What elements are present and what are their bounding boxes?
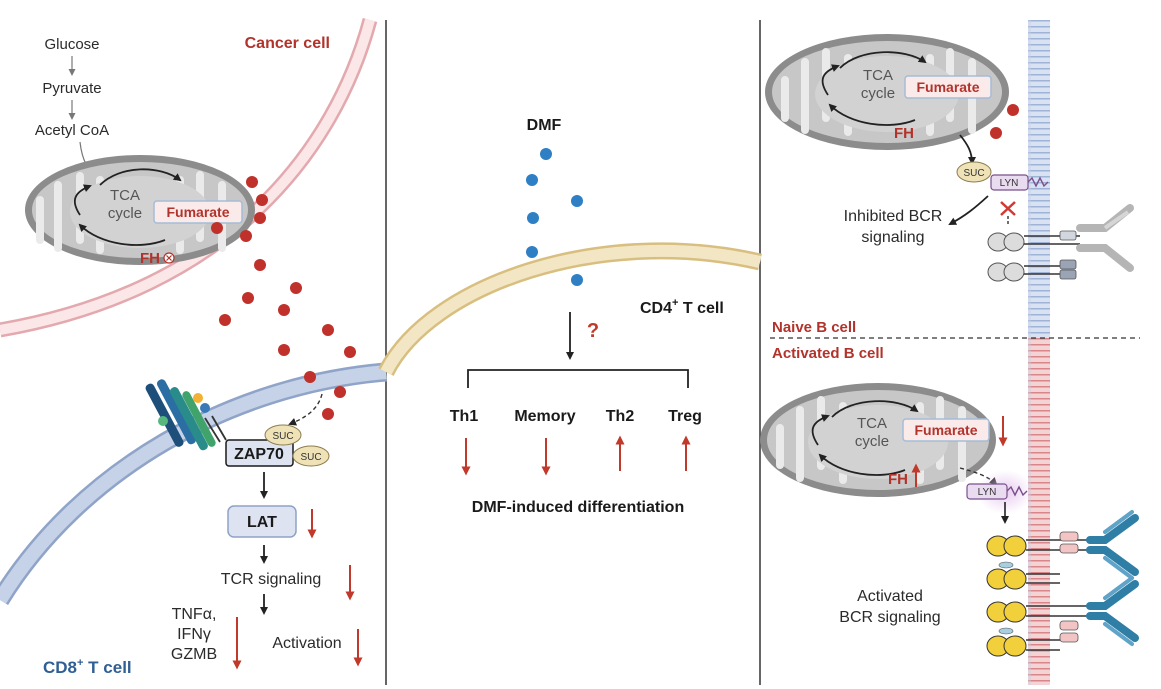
fh-label: FH — [140, 250, 160, 267]
inhibited-bcr-line1: Inhibited BCR — [844, 208, 943, 225]
pyruvate-label: Pyruvate — [42, 80, 101, 97]
acetyl-coa-label: Acetyl CoA — [35, 122, 109, 139]
glucose-label: Glucose — [44, 36, 99, 53]
activated-bcr-line1: Activated — [857, 588, 923, 605]
bcr-active-4 — [986, 627, 1060, 657]
tcr-signaling-label: TCR signaling — [221, 571, 321, 588]
fumarate-label-activated: Fumarate — [914, 422, 977, 438]
activation-label: Activation — [272, 635, 341, 652]
activated-bcr-line2: BCR signaling — [839, 609, 940, 626]
cd8-t-cell-label: CD8+ T cell — [43, 657, 132, 677]
suc-badge-2 — [292, 445, 330, 467]
tca-label-naive-line2: cycle — [861, 85, 895, 102]
bcr-active-1 — [986, 510, 1139, 580]
fh-label-activated: FH — [888, 471, 908, 488]
activated-b-cell-label: Activated B cell — [772, 345, 884, 362]
suc-label-naive: SUC — [963, 168, 984, 179]
zap70-label: ZAP70 — [234, 446, 284, 463]
cancer-cell-label: Cancer cell — [245, 35, 330, 52]
fumarate-label: Fumarate — [166, 204, 229, 220]
activated-b-cell-membrane — [1028, 338, 1050, 685]
mitochondrion-naive — [765, 34, 1009, 150]
subset-memory-label: Memory — [514, 408, 575, 425]
lyn-label-naive: LYN — [1000, 178, 1019, 189]
lat-label: LAT — [247, 514, 277, 531]
cd4-t-cell-label: CD4+ T cell — [640, 297, 724, 317]
left-panel: Glucose Pyruvate Acetyl CoA Cancer cell … — [0, 18, 387, 677]
dmf-label: DMF — [527, 117, 562, 134]
lyn-box-naive — [990, 174, 1029, 191]
inhibition-x-icon — [1000, 201, 1016, 216]
fumarate-dots-left — [211, 176, 356, 420]
fumarate-box-activated — [902, 418, 990, 442]
bcr-grey-1 — [987, 204, 1134, 272]
question-mark: ? — [587, 320, 599, 342]
mitochondrion-cancer — [25, 155, 255, 265]
differentiation-bracket — [467, 369, 689, 388]
tca-label-activated-line2: cycle — [855, 433, 889, 450]
differentiation-caption: DMF-induced differentiation — [472, 499, 684, 516]
tca-label-line2: cycle — [108, 205, 142, 222]
zap70-box — [225, 439, 294, 467]
lyn-label-activated: LYN — [978, 487, 997, 498]
inhibited-bcr-line2: signaling — [861, 229, 924, 246]
fumarate-box-naive — [904, 75, 992, 99]
fumarate-dot-naive-1 — [1007, 104, 1019, 116]
right-panel: Naive B cell Activated B cell TCA cycle … — [760, 20, 1140, 685]
bcr-active-3 — [986, 576, 1139, 646]
ifng-label: IFNγ — [177, 626, 211, 643]
tnfa-label: TNFα, — [172, 606, 217, 623]
lat-box — [227, 505, 297, 538]
dmf-dots — [526, 148, 583, 286]
suc-badge-naive — [956, 161, 992, 183]
middle-panel: DMF CD4+ T cell ? Th1 Memory Th2 Treg DM… — [378, 117, 762, 516]
bcr-active-2 — [986, 561, 1060, 590]
suc-badge-1 — [264, 424, 302, 446]
fumarate-dot-naive-2 — [990, 127, 1002, 139]
subset-th2-label: Th2 — [606, 408, 635, 425]
tca-label-line1: TCA — [110, 187, 140, 204]
subset-th1-label: Th1 — [450, 408, 479, 425]
fh-label-naive: FH — [894, 125, 914, 142]
tca-label-activated-line1: TCA — [857, 415, 887, 432]
suc-label-2: SUC — [300, 452, 321, 463]
suc-label-1: SUC — [272, 431, 293, 442]
lyn-box-activated — [966, 483, 1008, 500]
naive-b-cell-label: Naive B cell — [772, 319, 856, 336]
bcr-grey-2 — [987, 259, 1077, 282]
fumarate-box — [153, 200, 243, 224]
tcr-complex — [145, 379, 227, 451]
gzmb-label: GZMB — [171, 646, 217, 663]
tca-label-naive-line1: TCA — [863, 67, 893, 84]
fumarate-label-naive: Fumarate — [916, 79, 979, 95]
subset-treg-label: Treg — [668, 408, 702, 425]
